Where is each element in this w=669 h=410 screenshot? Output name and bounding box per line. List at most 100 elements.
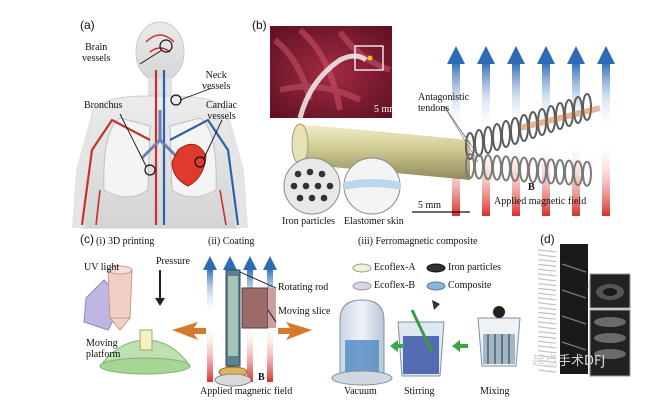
coil-ring-lower <box>483 154 493 181</box>
bronchus-callout-circle <box>144 164 156 176</box>
sample-coil-line <box>537 259 557 263</box>
coil-ring-lower <box>537 157 547 184</box>
cardiac-callout-circle <box>194 156 206 168</box>
elastomer-skin-label: Elastomer skin <box>344 216 404 227</box>
coil-ring-upper <box>465 132 475 160</box>
field-arrow <box>597 46 615 216</box>
sample-coil-line <box>537 340 557 344</box>
legend-composite: Composite <box>448 280 492 291</box>
rotating-rod-label: Rotating rod <box>278 282 329 293</box>
sample-coil-line <box>537 326 557 330</box>
coil-ring-lower <box>546 158 556 185</box>
vacuum-chamber <box>331 299 393 386</box>
coil-ring-lower <box>492 154 502 181</box>
sample-coil-line <box>537 278 557 282</box>
coil-ring-upper <box>564 99 574 127</box>
tendon-band <box>519 105 601 131</box>
neck-vessels-label: Neck vessels <box>202 70 231 92</box>
cardiac-vessels-label: Cardiac vessels <box>206 100 238 122</box>
antagonistic-tendons-label: Antagonistic tendons <box>418 92 470 114</box>
panel-c-letter: (c) <box>80 232 94 246</box>
printer-setup <box>83 265 191 375</box>
mixing-label: Mixing <box>480 386 510 397</box>
catheter-spring-segments <box>465 93 601 187</box>
sample-coil-line <box>537 311 557 315</box>
sample-coil-line <box>537 350 557 354</box>
legend-iron-particles: Iron particles <box>448 262 502 273</box>
coil-ring-upper <box>528 111 538 139</box>
fabricated-catheter-sample <box>537 249 557 373</box>
panel-a-leader-lines <box>119 49 223 167</box>
sample-coil-line <box>537 345 557 349</box>
coil-ring-upper <box>510 117 520 145</box>
moving-slice-label: Moving slice <box>278 306 331 317</box>
sample-coil-line <box>537 331 557 335</box>
panel-d <box>537 244 631 377</box>
coil-ring-lower <box>465 153 475 179</box>
coil-ring-upper <box>501 120 511 148</box>
panel-a-letter: (a) <box>80 18 95 32</box>
main-scale-label: 5 mm <box>418 200 442 211</box>
brain-vessels-label: Brain vessels <box>82 42 111 64</box>
orange-flow-arrow-2 <box>278 322 312 340</box>
inset-scale-label: 5 mm <box>374 104 398 115</box>
coil-ring-upper <box>537 108 547 136</box>
coating-leader-lines <box>239 271 277 323</box>
watermark-text: 起点手术DFJ <box>532 354 606 369</box>
iron-particles-label: Iron particles <box>282 216 336 227</box>
panel-b-field-label: Applied magnetic field <box>494 196 587 207</box>
sample-coil-line <box>537 307 557 311</box>
mixing-cup <box>477 306 521 367</box>
sample-coil-line <box>537 364 557 368</box>
human-body-illustration <box>72 21 248 229</box>
pressure-label: Pressure <box>156 256 190 267</box>
coil-ring-upper <box>483 126 493 154</box>
sample-coil-line <box>537 359 557 363</box>
coil-ring-lower <box>564 159 574 186</box>
coil-ring-lower <box>501 155 511 182</box>
field-arrow <box>447 46 465 216</box>
moving-platform-label: Moving platform <box>86 338 121 360</box>
uv-light-label: UV light <box>84 262 120 273</box>
panel-b-field-symbol: B <box>528 182 535 193</box>
coil-ring-upper <box>474 129 484 157</box>
coil-ring-upper <box>546 105 556 133</box>
sample-coil-line <box>537 263 557 267</box>
sample-coil-line <box>537 297 557 301</box>
sample-coil-line <box>537 287 557 291</box>
sample-coil-line <box>537 292 557 296</box>
sample-coil-line <box>537 283 557 287</box>
field-arrow <box>507 46 525 216</box>
field-arrow <box>203 256 217 382</box>
orange-flow-arrow-1 <box>172 322 206 340</box>
catheter-body <box>296 124 470 180</box>
panel-a <box>72 21 248 229</box>
legend-ecoflex-b: Ecoflex-B <box>374 280 416 291</box>
panel-c-field-symbol: B <box>258 372 265 383</box>
panel-c <box>83 256 521 387</box>
coil-ring-lower <box>555 159 565 185</box>
coil-ring-lower <box>573 160 583 187</box>
brain-callout-circle <box>159 39 173 53</box>
vessel-micrograph-texture <box>273 27 391 119</box>
coil-ring-lower <box>474 153 484 180</box>
bronchus-label: Bronchus <box>84 100 123 111</box>
coil-ring-upper <box>519 114 529 142</box>
sample-coil-line <box>537 335 557 339</box>
step-composite-label: (iii) Ferromagnetic composite <box>358 236 478 247</box>
coil-ring-upper <box>492 123 502 151</box>
iron-particles-crosssection <box>283 157 341 215</box>
stirring-label: Stirring <box>404 386 435 397</box>
vacuum-label: Vacuum <box>344 386 377 397</box>
composite-legend-swatches <box>352 263 446 291</box>
coil-ring-lower <box>519 156 529 183</box>
sample-coil-line <box>537 321 557 325</box>
green-flow-arrow-1 <box>390 340 404 352</box>
sample-coil-line <box>537 249 557 253</box>
sample-coil-line <box>537 355 557 359</box>
coil-ring-lower <box>582 160 592 187</box>
sample-coil-line <box>537 268 557 272</box>
stirring-beaker <box>397 300 445 377</box>
coil-ring-lower <box>510 156 520 182</box>
